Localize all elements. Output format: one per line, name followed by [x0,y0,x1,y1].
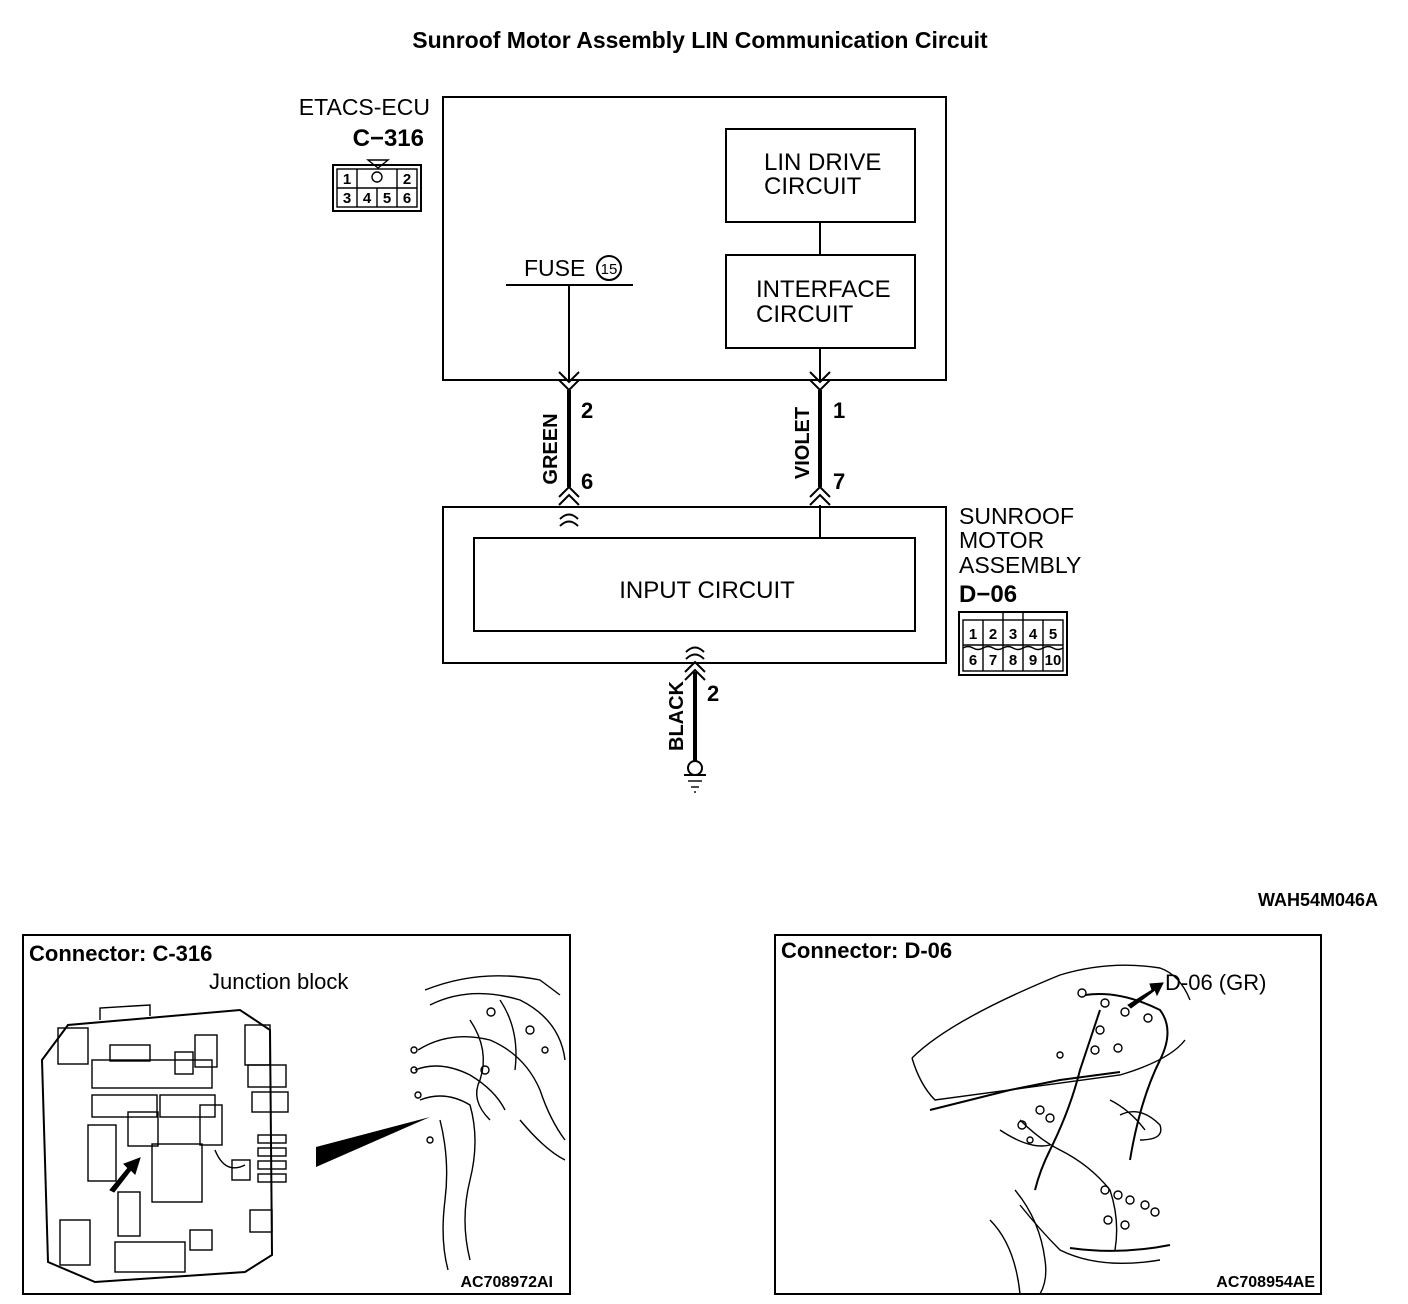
d06-pin-2: 2 [989,626,997,643]
etacs-ecu-box [442,96,947,381]
fuse-number-circle [596,255,622,281]
dashboard-harness-illustration [410,975,566,1271]
d06-pin-9: 9 [1029,652,1037,669]
input-circuit-label: INPUT CIRCUIT [619,577,795,604]
c316-pin-6: 6 [403,190,411,207]
c316-panel-header: Connector: C-316 [29,941,212,966]
c316-pin-2: 2 [403,171,411,188]
connector-d06-panel [774,934,1322,1295]
diagram-title: Sunroof Motor Assembly LIN Communication… [412,27,988,53]
etacs-ecu-label: ETACS-ECU [299,94,430,120]
connector-c316-panel [22,934,571,1295]
black-wire [684,646,706,762]
d06-pin-10: 10 [1045,652,1062,669]
input-circuit-box [473,537,916,632]
violet-wire-color-label: VIOLET [792,407,814,479]
d06-pin-7: 7 [989,652,997,669]
etacs-ecu-label-group: ETACS-ECU C−316 [299,94,430,152]
view-pointer-wedge [316,1117,430,1167]
connector-d06-icon: 1 2 3 4 5 6 7 8 9 10 [958,611,1068,676]
lin-drive-label-2: CIRCUIT [764,173,862,200]
roof-harness-illustration [911,964,1191,1295]
fuse-number: 15 [601,261,618,278]
black-wire-pin: 2 [707,681,719,706]
violet-wire-pin-bottom: 7 [833,469,845,494]
d06-pin-1: 1 [969,626,977,643]
c316-panel-code: AC708972AI [461,1274,554,1291]
green-wire-pin-top: 2 [581,398,593,423]
green-wire-pin-bottom: 6 [581,469,593,494]
interface-label-1: INTERFACE [756,276,891,303]
figure-code: WAH54M046A [1258,890,1378,910]
c316-pin-5: 5 [383,190,391,207]
green-wire [558,371,580,527]
sunroof-label-1: SUNROOF [959,503,1074,529]
black-wire-color-label: BLACK [666,680,688,751]
green-wire-open-terminal [559,513,579,527]
connector-c316-icon: 1 2 3 4 5 6 [332,159,422,212]
ground-icon [684,760,706,793]
d06-location-arrow-icon [1127,982,1164,1009]
c316-location-arrow-icon [109,1157,141,1193]
d06-pin-6: 6 [969,652,977,669]
interface-label-2: CIRCUIT [756,301,854,328]
lin-drive-label-1: LIN DRIVE [764,149,881,176]
violet-wire-pin-top: 1 [833,398,845,423]
sunroof-label-2: MOTOR [959,527,1044,553]
d06-location-label: D-06 (GR) [1165,970,1266,995]
c316-pin-4: 4 [363,190,372,207]
c316-pin-3: 3 [343,190,351,207]
sunroof-label-3: ASSEMBLY [959,552,1081,578]
d06-panel-code: AC708954AE [1216,1274,1315,1291]
sunroof-connector-id: D−06 [959,581,1017,608]
d06-pin-8: 8 [1009,652,1017,669]
d06-panel-header: Connector: D-06 [781,938,952,963]
c316-pin-1: 1 [343,171,351,188]
d06-pin-3: 3 [1009,626,1017,643]
violet-wire [809,371,831,538]
d06-pin-4: 4 [1029,626,1038,643]
junction-block-illustration [40,1004,289,1284]
etacs-connector-id: C−316 [353,125,424,152]
junction-block-label: Junction block [209,969,349,994]
d06-pin-5: 5 [1049,626,1057,643]
fuse-label: FUSE [524,255,585,281]
green-wire-color-label: GREEN [540,413,562,484]
